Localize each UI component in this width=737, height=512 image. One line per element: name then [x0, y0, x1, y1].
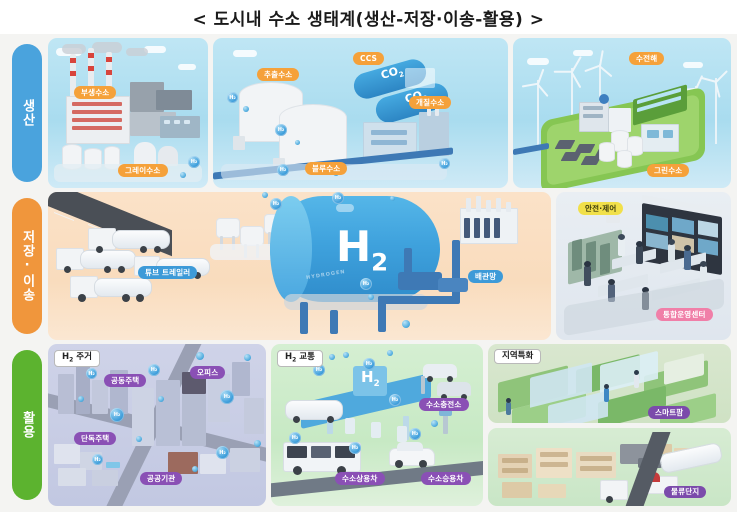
- page-title: < 도시내 수소 생태계(생산-저장·이송-활용) >: [192, 9, 545, 30]
- stage-label-production: 생산: [12, 44, 42, 182]
- tag-hydrogen-housing: H2 주거: [54, 350, 100, 367]
- badge-reformed-hydrogen[interactable]: 개질수소: [409, 96, 452, 109]
- badge-hydrogen-station[interactable]: 수소충전소: [419, 398, 469, 411]
- badge-detached-house[interactable]: 단독주택: [74, 432, 117, 445]
- badge-office[interactable]: 오피스: [190, 366, 226, 379]
- control-center-panel[interactable]: 안전·제어 통합운영센터: [556, 192, 731, 340]
- stage-label-utilization: 활용: [12, 350, 42, 500]
- hydrogen-ecosystem-diagram: 생산: [0, 34, 737, 512]
- logistics-complex-panel[interactable]: 물류단지: [488, 427, 731, 506]
- hydrogen-mobility-panel[interactable]: H2: [271, 344, 483, 506]
- badge-safety-control[interactable]: 안전·제어: [578, 202, 624, 215]
- badge-hydrogen-commercial-vehicle[interactable]: 수소상용차: [335, 472, 385, 485]
- station-h2-sign: H2: [361, 368, 380, 389]
- tank-h2-label: H2: [336, 222, 389, 277]
- extraction-hydrogen-panel[interactable]: CO2 CO2 추출수소 CCS 블루수소 개질수소 H2 H2 H2: [213, 38, 508, 188]
- hydrogen-transport-panel[interactable]: H2 HYDROGEN: [48, 192, 551, 340]
- badge-public-institution[interactable]: 공공기관: [140, 472, 183, 485]
- badge-ccs[interactable]: CCS: [353, 52, 385, 65]
- badge-smart-farm[interactable]: 스마트팜: [648, 406, 691, 419]
- storage-transport-row: 저장·이송: [4, 192, 731, 340]
- tag-regional-specialization: 지역특화: [494, 349, 542, 364]
- badge-green-hydrogen[interactable]: 그린수소: [647, 164, 690, 177]
- badge-apartment[interactable]: 공동주택: [104, 374, 147, 387]
- badge-byproduct-hydrogen[interactable]: 부생수소: [74, 86, 117, 99]
- badge-water-electrolysis[interactable]: 수전해: [629, 52, 665, 65]
- utilization-row: 활용: [4, 344, 731, 506]
- badge-tube-trailer[interactable]: 튜브 트레일러: [138, 266, 198, 279]
- badge-hydrogen-passenger-vehicle[interactable]: 수소승용차: [421, 472, 471, 485]
- badge-blue-hydrogen[interactable]: 블루수소: [305, 162, 348, 175]
- badge-extraction-hydrogen[interactable]: 추출수소: [257, 68, 300, 81]
- stage-label-storage-transport: 저장·이송: [12, 198, 42, 334]
- regional-panels-column: 지역특화 스마트팜: [488, 344, 731, 506]
- production-row: 생산: [4, 38, 731, 188]
- badge-grey-hydrogen[interactable]: 그레이수소: [118, 164, 168, 177]
- tag-hydrogen-mobility: H2 교통: [277, 350, 323, 367]
- regional-specialization-panel[interactable]: 지역특화 스마트팜: [488, 344, 731, 423]
- badge-logistics-complex[interactable]: 물류단지: [664, 485, 707, 498]
- badge-pipeline-network[interactable]: 배관망: [468, 270, 504, 283]
- page-header: < 도시내 수소 생태계(생산-저장·이송-활용) >: [0, 0, 737, 34]
- badge-integrated-operation-center[interactable]: 통합운영센터: [656, 308, 713, 321]
- renewable-hydrogen-panel[interactable]: 수전해 그린수소: [513, 38, 731, 188]
